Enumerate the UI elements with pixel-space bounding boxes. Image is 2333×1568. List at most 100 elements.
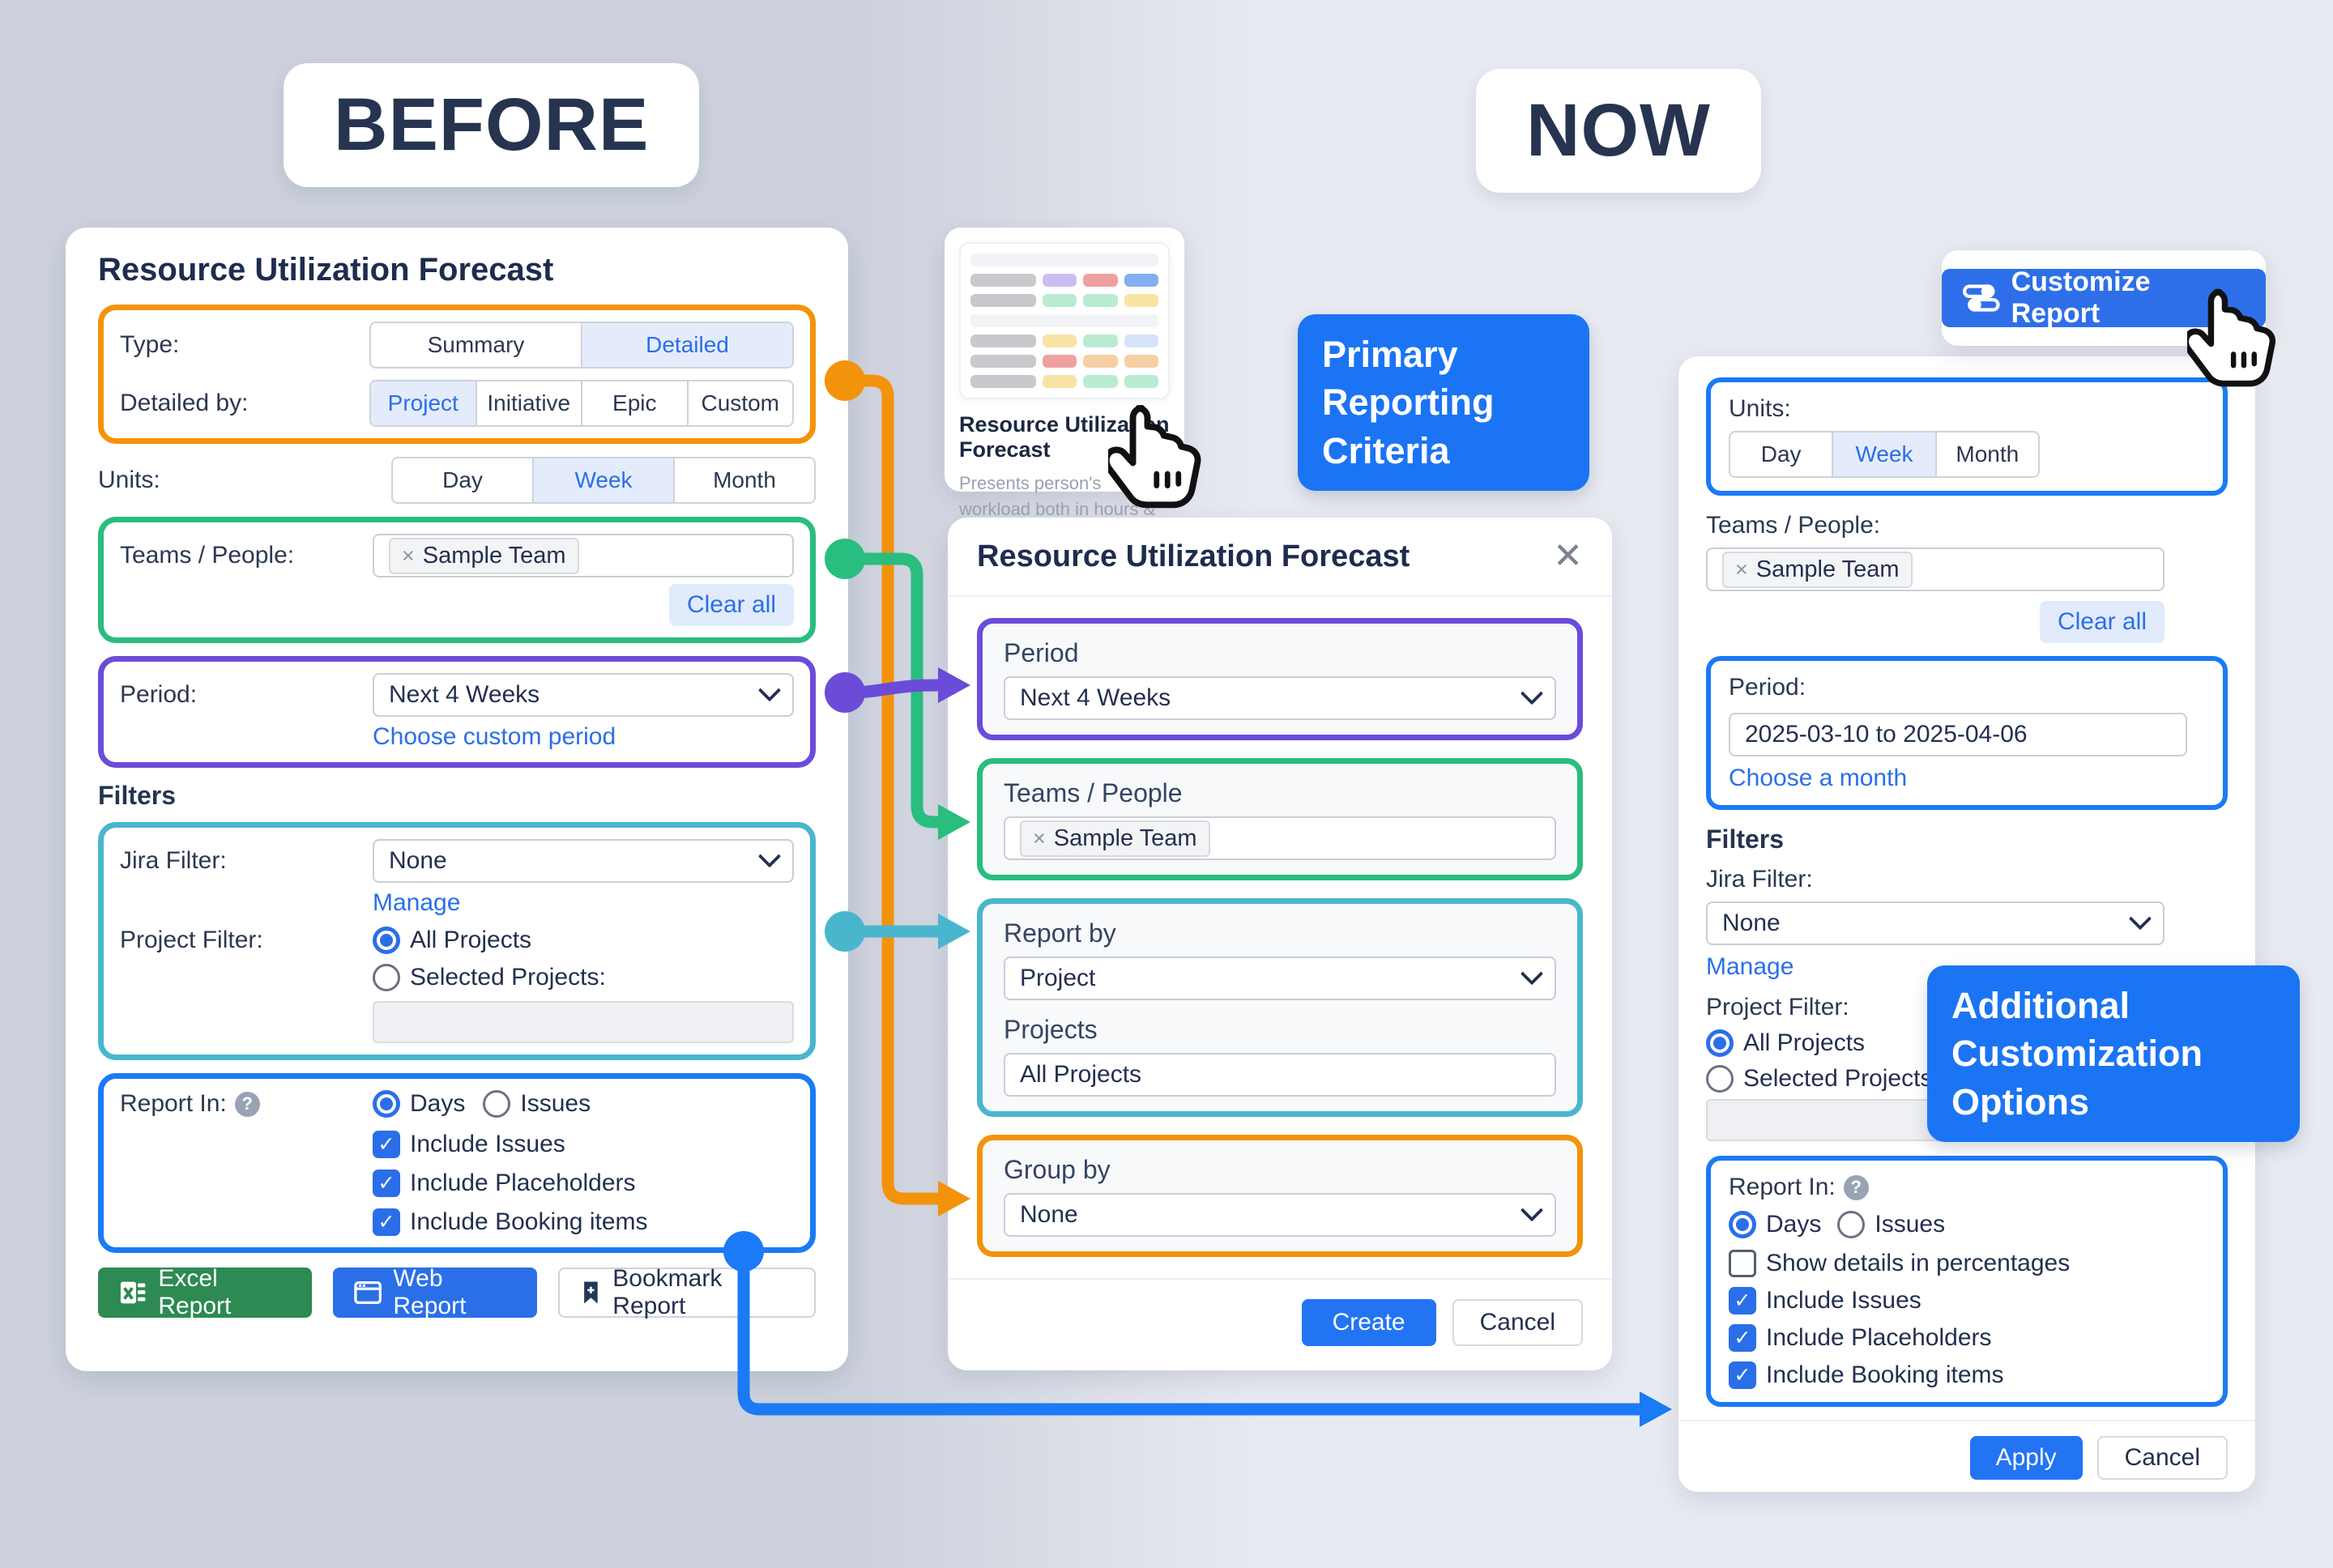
modal-period-section: Period Next 4 Weeks bbox=[977, 618, 1583, 740]
checkbox-show-details-percentages[interactable]: Show details in percentages bbox=[1729, 1250, 2205, 1277]
radio-days[interactable]: Days bbox=[373, 1090, 465, 1118]
type-option-detailed[interactable]: Detailed bbox=[581, 323, 792, 367]
period-input[interactable]: 2025-03-10 to 2025-04-06 bbox=[1729, 713, 2187, 756]
jira-filter-select[interactable]: None bbox=[373, 839, 794, 883]
report-in-label-wrap: Report In: ? bbox=[120, 1090, 260, 1118]
now-badge: NOW bbox=[1476, 69, 1761, 193]
modal-group-by-select[interactable]: None bbox=[1004, 1193, 1556, 1237]
radio-issues[interactable]: Issues bbox=[483, 1090, 591, 1118]
radio-issues[interactable]: Issues bbox=[1837, 1211, 1945, 1238]
before-report-form: Resource Utilization Forecast Type: Summ… bbox=[66, 228, 848, 1371]
period-value: Next 4 Weeks bbox=[389, 681, 540, 708]
team-tag-label: Sample Team bbox=[1755, 556, 1900, 582]
browser-icon bbox=[354, 1280, 382, 1305]
radio-icon bbox=[483, 1090, 511, 1118]
remove-tag-icon[interactable]: × bbox=[1033, 825, 1046, 850]
clear-all-button[interactable]: Clear all bbox=[668, 584, 794, 626]
team-tag: × Sample Team bbox=[1020, 820, 1210, 857]
jira-filter-select[interactable]: None bbox=[1706, 901, 2165, 945]
checkbox-include-placeholders[interactable]: Include Placeholders bbox=[1729, 1324, 2205, 1352]
units-option-week[interactable]: Week bbox=[532, 458, 673, 502]
modal-period-select[interactable]: Next 4 Weeks bbox=[1004, 676, 1556, 720]
choose-custom-period-link[interactable]: Choose custom period bbox=[373, 723, 616, 750]
excel-report-button[interactable]: Excel Report bbox=[98, 1265, 313, 1319]
checkbox-icon bbox=[373, 1208, 400, 1236]
units-option-week[interactable]: Week bbox=[1832, 432, 1935, 476]
modal-group-by-label: Group by bbox=[1004, 1155, 1111, 1184]
selected-projects-input[interactable] bbox=[373, 1001, 794, 1043]
chevron-down-icon bbox=[1520, 1199, 1544, 1222]
manage-link[interactable]: Manage bbox=[373, 889, 461, 916]
units-option-day[interactable]: Day bbox=[442, 467, 483, 492]
choose-a-month-link[interactable]: Choose a month bbox=[1729, 765, 1908, 791]
report-gallery-card[interactable]: Resource Utilization Forecast Presents p… bbox=[945, 228, 1184, 571]
modal-teams-section: Teams / People × Sample Team bbox=[977, 758, 1583, 880]
remove-tag-icon[interactable]: × bbox=[402, 543, 415, 568]
checkbox-include-issues[interactable]: Include Issues bbox=[373, 1131, 794, 1158]
checkbox-include-booking-items[interactable]: Include Booking items bbox=[1729, 1361, 2205, 1389]
checkbox-icon bbox=[1729, 1287, 1756, 1314]
checkbox-include-placeholders[interactable]: Include Placeholders bbox=[373, 1170, 794, 1197]
manage-link[interactable]: Manage bbox=[1706, 953, 1794, 980]
modal-teams-input[interactable]: × Sample Team bbox=[1004, 816, 1556, 860]
radio-days[interactable]: Days bbox=[1729, 1211, 1821, 1238]
team-tag: × Sample Team bbox=[1722, 551, 1913, 588]
report-in-label-wrap: Report In: ? bbox=[1729, 1174, 1869, 1201]
primary-reporting-criteria-chip: Primary Reporting Criteria bbox=[1298, 314, 1589, 492]
detailed-by-option-custom[interactable]: Custom bbox=[686, 381, 793, 425]
units-option-day[interactable]: Day bbox=[1760, 441, 1802, 467]
detailed-by-option-initiative[interactable]: Initiative bbox=[475, 381, 582, 425]
bookmark-report-button[interactable]: Bookmark Report bbox=[558, 1265, 816, 1319]
chevron-down-icon bbox=[1520, 962, 1544, 986]
help-icon[interactable]: ? bbox=[234, 1091, 260, 1117]
units-option-month[interactable]: Month bbox=[673, 458, 814, 502]
modal-projects-input[interactable]: All Projects bbox=[1004, 1053, 1556, 1097]
period-label: Period: bbox=[120, 681, 198, 708]
teams-input[interactable]: × Sample Team bbox=[373, 534, 794, 577]
team-tag-label: Sample Team bbox=[422, 542, 566, 569]
checkbox-include-booking-items[interactable]: Include Booking items bbox=[373, 1208, 794, 1236]
customize-report-button[interactable]: Customize Report bbox=[1942, 266, 2266, 329]
detailed-by-option-epic[interactable]: Epic bbox=[581, 381, 687, 425]
create-button[interactable]: Create bbox=[1301, 1299, 1436, 1346]
type-section-highlight: Type: Summary Detailed Detailed by: Proj… bbox=[98, 305, 816, 444]
detailed-by-option-project[interactable]: Project bbox=[371, 381, 476, 425]
units-option-month[interactable]: Month bbox=[1934, 432, 2038, 476]
jira-filter-label: Jira Filter: bbox=[1706, 866, 1813, 893]
web-report-button[interactable]: Web Report bbox=[333, 1265, 538, 1319]
customize-report-card: Customize Report bbox=[1942, 250, 2266, 346]
chevron-down-icon bbox=[2128, 907, 2152, 931]
teams-input[interactable]: × Sample Team bbox=[1706, 548, 2165, 591]
modal-period-value: Next 4 Weeks bbox=[1020, 684, 1171, 711]
cancel-button[interactable]: Cancel bbox=[2096, 1436, 2228, 1480]
apply-button[interactable]: Apply bbox=[1969, 1436, 2083, 1480]
radio-selected-projects[interactable]: Selected Projects: bbox=[373, 964, 794, 991]
checkbox-icon bbox=[1729, 1250, 1756, 1277]
radio-icon bbox=[1706, 1065, 1734, 1093]
report-in-label: Report In: bbox=[120, 1090, 227, 1117]
cancel-button[interactable]: Cancel bbox=[1452, 1299, 1583, 1346]
clear-all-button[interactable]: Clear all bbox=[2039, 601, 2165, 643]
teams-label: Teams / People: bbox=[120, 542, 295, 569]
sliders-icon bbox=[1963, 284, 2000, 312]
close-icon[interactable]: ✕ bbox=[1553, 536, 1583, 576]
units-segmented: Day Week Month bbox=[1729, 431, 2040, 478]
team-tag: × Sample Team bbox=[389, 537, 579, 574]
modal-teams-label: Teams / People bbox=[1004, 778, 1183, 807]
type-option-summary[interactable]: Summary bbox=[427, 332, 525, 357]
radio-all-projects[interactable]: All Projects bbox=[1706, 1029, 2228, 1057]
project-filter-label: Project Filter: bbox=[120, 927, 263, 953]
page-title: Resource Utilization Forecast bbox=[98, 252, 554, 288]
period-select[interactable]: Next 4 Weeks bbox=[373, 673, 794, 717]
excel-icon bbox=[120, 1281, 146, 1304]
remove-tag-icon[interactable]: × bbox=[1735, 556, 1748, 582]
checkbox-include-issues[interactable]: Include Issues bbox=[1729, 1287, 2205, 1314]
additional-customization-chip: Additional Customization Options bbox=[1927, 965, 2300, 1143]
divider bbox=[948, 595, 1612, 597]
modal-report-by-label: Report by bbox=[1004, 918, 1116, 948]
modal-period-label: Period bbox=[1004, 638, 1079, 667]
radio-selected-projects[interactable]: Selected Projects: bbox=[1706, 1065, 2228, 1093]
help-icon[interactable]: ? bbox=[1843, 1174, 1869, 1200]
radio-all-projects[interactable]: All Projects bbox=[373, 927, 794, 954]
modal-report-by-select[interactable]: Project bbox=[1004, 957, 1556, 1000]
